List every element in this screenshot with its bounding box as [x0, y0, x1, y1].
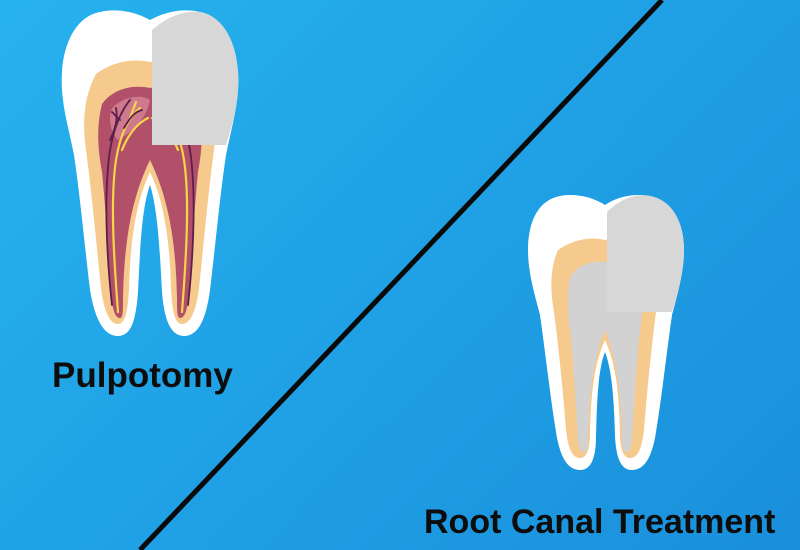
divider-line — [138, 0, 664, 550]
root-canal-tooth-icon — [528, 195, 684, 470]
pulpotomy-label: Pulpotomy — [52, 356, 233, 395]
root-canal-treatment-label: Root Canal Treatment — [424, 503, 776, 541]
pulpotomy-filling — [152, 11, 239, 146]
pulpotomy-tooth-icon — [61, 10, 239, 336]
root-canal-crown-filling — [607, 195, 684, 312]
